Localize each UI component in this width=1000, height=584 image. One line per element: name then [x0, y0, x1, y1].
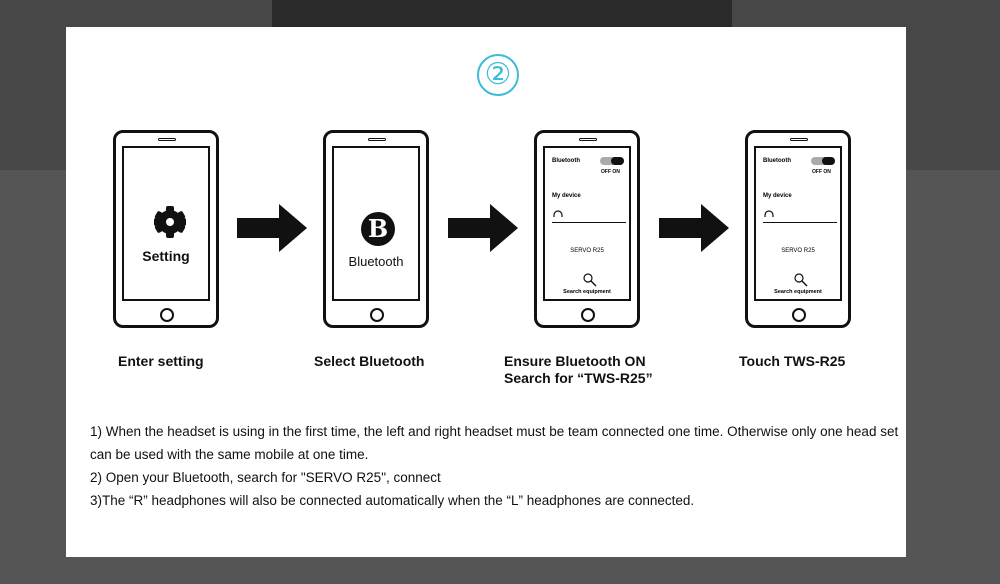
- bluetooth-toggle: [811, 157, 835, 165]
- arrow-right-icon: [237, 204, 307, 252]
- bluetooth-b-icon: B: [361, 212, 395, 246]
- phone-bluetooth-on: Bluetooth OFF ON My device SERVO R25 Sea…: [534, 130, 640, 328]
- headphones-icon: [764, 210, 774, 217]
- caption-touch-device: Touch TWS-R25: [739, 353, 846, 369]
- phone-screen: Bluetooth OFF ON My device SERVO R25 Sea…: [754, 146, 842, 301]
- device-name: SERVO R25: [781, 248, 815, 254]
- arrow-right-icon: [659, 204, 729, 252]
- toggle-off-on-label: OFF ON: [601, 169, 620, 175]
- phone-speaker: [158, 138, 176, 141]
- search-icon: [583, 273, 597, 287]
- phone-speaker: [368, 138, 386, 141]
- home-button: [160, 308, 174, 322]
- phone-speaker: [790, 138, 808, 141]
- caption-search-line2: Search for “TWS-R25”: [504, 370, 653, 386]
- device-divider: [552, 222, 626, 223]
- caption-ensure-line1: Ensure Bluetooth ON: [504, 353, 646, 369]
- caption-enter-setting: Enter setting: [118, 353, 204, 369]
- caption-ensure-bluetooth: Ensure Bluetooth ON Search for “TWS-R25”: [504, 353, 653, 386]
- phone-screen: B Bluetooth: [332, 146, 420, 301]
- background-photo-strip: [272, 0, 732, 30]
- search-equipment-label: Search equipment: [774, 289, 822, 295]
- gear-icon: [154, 206, 186, 238]
- search-equipment-label: Search equipment: [563, 289, 611, 295]
- bluetooth-setting-label: Bluetooth: [763, 158, 791, 164]
- home-button: [581, 308, 595, 322]
- arrow-right-icon: [448, 204, 518, 252]
- my-device-label: My device: [552, 193, 581, 199]
- phone-touch-device: Bluetooth OFF ON My device SERVO R25 Sea…: [745, 130, 851, 328]
- phone-screen: Setting: [122, 146, 210, 301]
- my-device-label: My device: [763, 193, 792, 199]
- search-icon: [794, 273, 808, 287]
- instruction-3: 3)The “R” headphones will also be connec…: [90, 493, 695, 508]
- instruction-1: 1) When the headset is using in the firs…: [90, 424, 899, 462]
- bluetooth-toggle: [600, 157, 624, 165]
- instruction-2: 2) Open your Bluetooth, search for "SERV…: [90, 470, 441, 485]
- phone-setting: Setting: [113, 130, 219, 328]
- phone-screen: Bluetooth OFF ON My device SERVO R25 Sea…: [543, 146, 631, 301]
- phone-bluetooth: B Bluetooth: [323, 130, 429, 328]
- phone-speaker: [579, 138, 597, 141]
- toggle-off-on-label: OFF ON: [812, 169, 831, 175]
- device-divider: [763, 222, 837, 223]
- home-button: [370, 308, 384, 322]
- device-name: SERVO R25: [570, 248, 604, 254]
- home-button: [792, 308, 806, 322]
- setting-label: Setting: [142, 248, 190, 264]
- caption-select-bluetooth: Select Bluetooth: [314, 353, 425, 369]
- bluetooth-setting-label: Bluetooth: [552, 158, 580, 164]
- bluetooth-label: Bluetooth: [348, 254, 404, 269]
- step-number-badge: ②: [477, 54, 519, 96]
- headphones-icon: [553, 210, 563, 217]
